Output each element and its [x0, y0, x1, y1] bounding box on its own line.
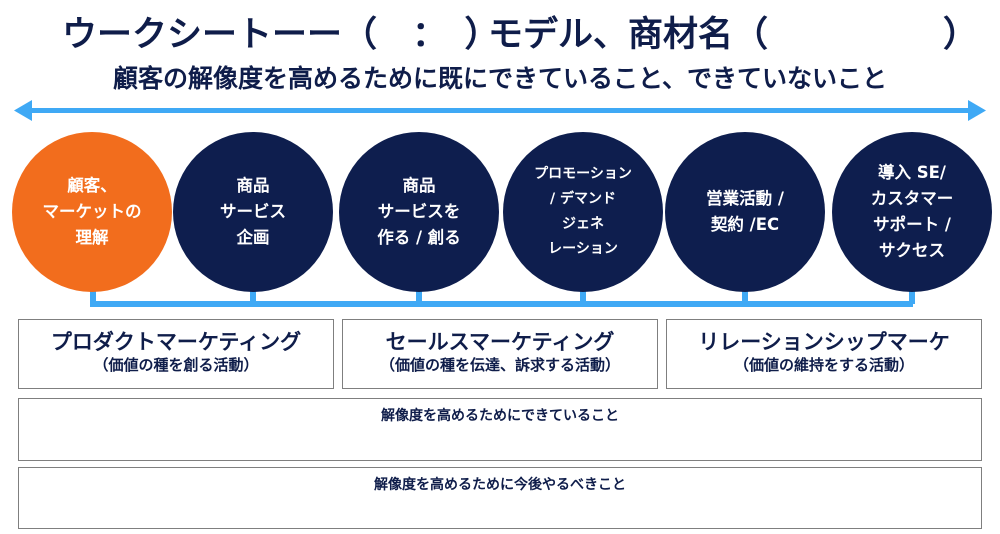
- title-model-product: モデル、商材名（ ）: [488, 15, 979, 55]
- stage-customer-support-success: 導入 SE/ カスタマー サポート / サクセス: [832, 132, 992, 292]
- stage-promotion-demand-generation: プロモーション / デマンド ジェネ レーション: [503, 132, 663, 292]
- page-subtitle: 顧客の解像度を高めるために既にできていること、できていないこと: [112, 64, 887, 93]
- category-note: （価値の種を伝達、訴求する活動）: [379, 356, 620, 374]
- page-title: ウークシートーー（ ： ） モデル、商材名（ ）: [0, 10, 1000, 60]
- section-todo-label: 解像度を高めるために今後やるべきこと: [374, 477, 626, 493]
- stage-customer-market-understanding: 顧客、 マーケットの 理解: [12, 132, 172, 292]
- stage-product-creation: 商品 サービスを 作る / 創る: [339, 132, 499, 292]
- stage-sales-contract: 営業活動 / 契約 /EC: [665, 132, 825, 292]
- section-todo: 解像度を高めるために今後やるべきこと: [18, 467, 982, 529]
- top-arrow-right-head: [968, 100, 986, 121]
- category-relationship-marketing: リレーションシップマーケ （価値の維持をする活動）: [666, 319, 982, 389]
- category-product-marketing: プロダクトマーケティング （価値の種を創る活動）: [18, 319, 334, 389]
- category-note: （価値の種を創る活動）: [93, 356, 259, 374]
- category-title: リレーションシップマーケ: [698, 330, 950, 354]
- category-title: プロダクトマーケティング: [50, 330, 302, 354]
- title-worksheet: ウークシートーー（ ： ）: [62, 15, 500, 55]
- stage-product-planning: 商品 サービス 企画: [173, 132, 333, 292]
- category-note: （価値の維持をする活動）: [733, 356, 914, 374]
- top-arrow-left-head: [14, 100, 32, 121]
- category-title: セールスマーケティング: [385, 330, 615, 354]
- top-arrow-shaft: [28, 108, 972, 113]
- section-done-label: 解像度を高めるためにできていること: [381, 408, 619, 424]
- category-sales-marketing: セールスマーケティング （価値の種を伝達、訴求する活動）: [342, 319, 658, 389]
- section-done: 解像度を高めるためにできていること: [18, 398, 982, 461]
